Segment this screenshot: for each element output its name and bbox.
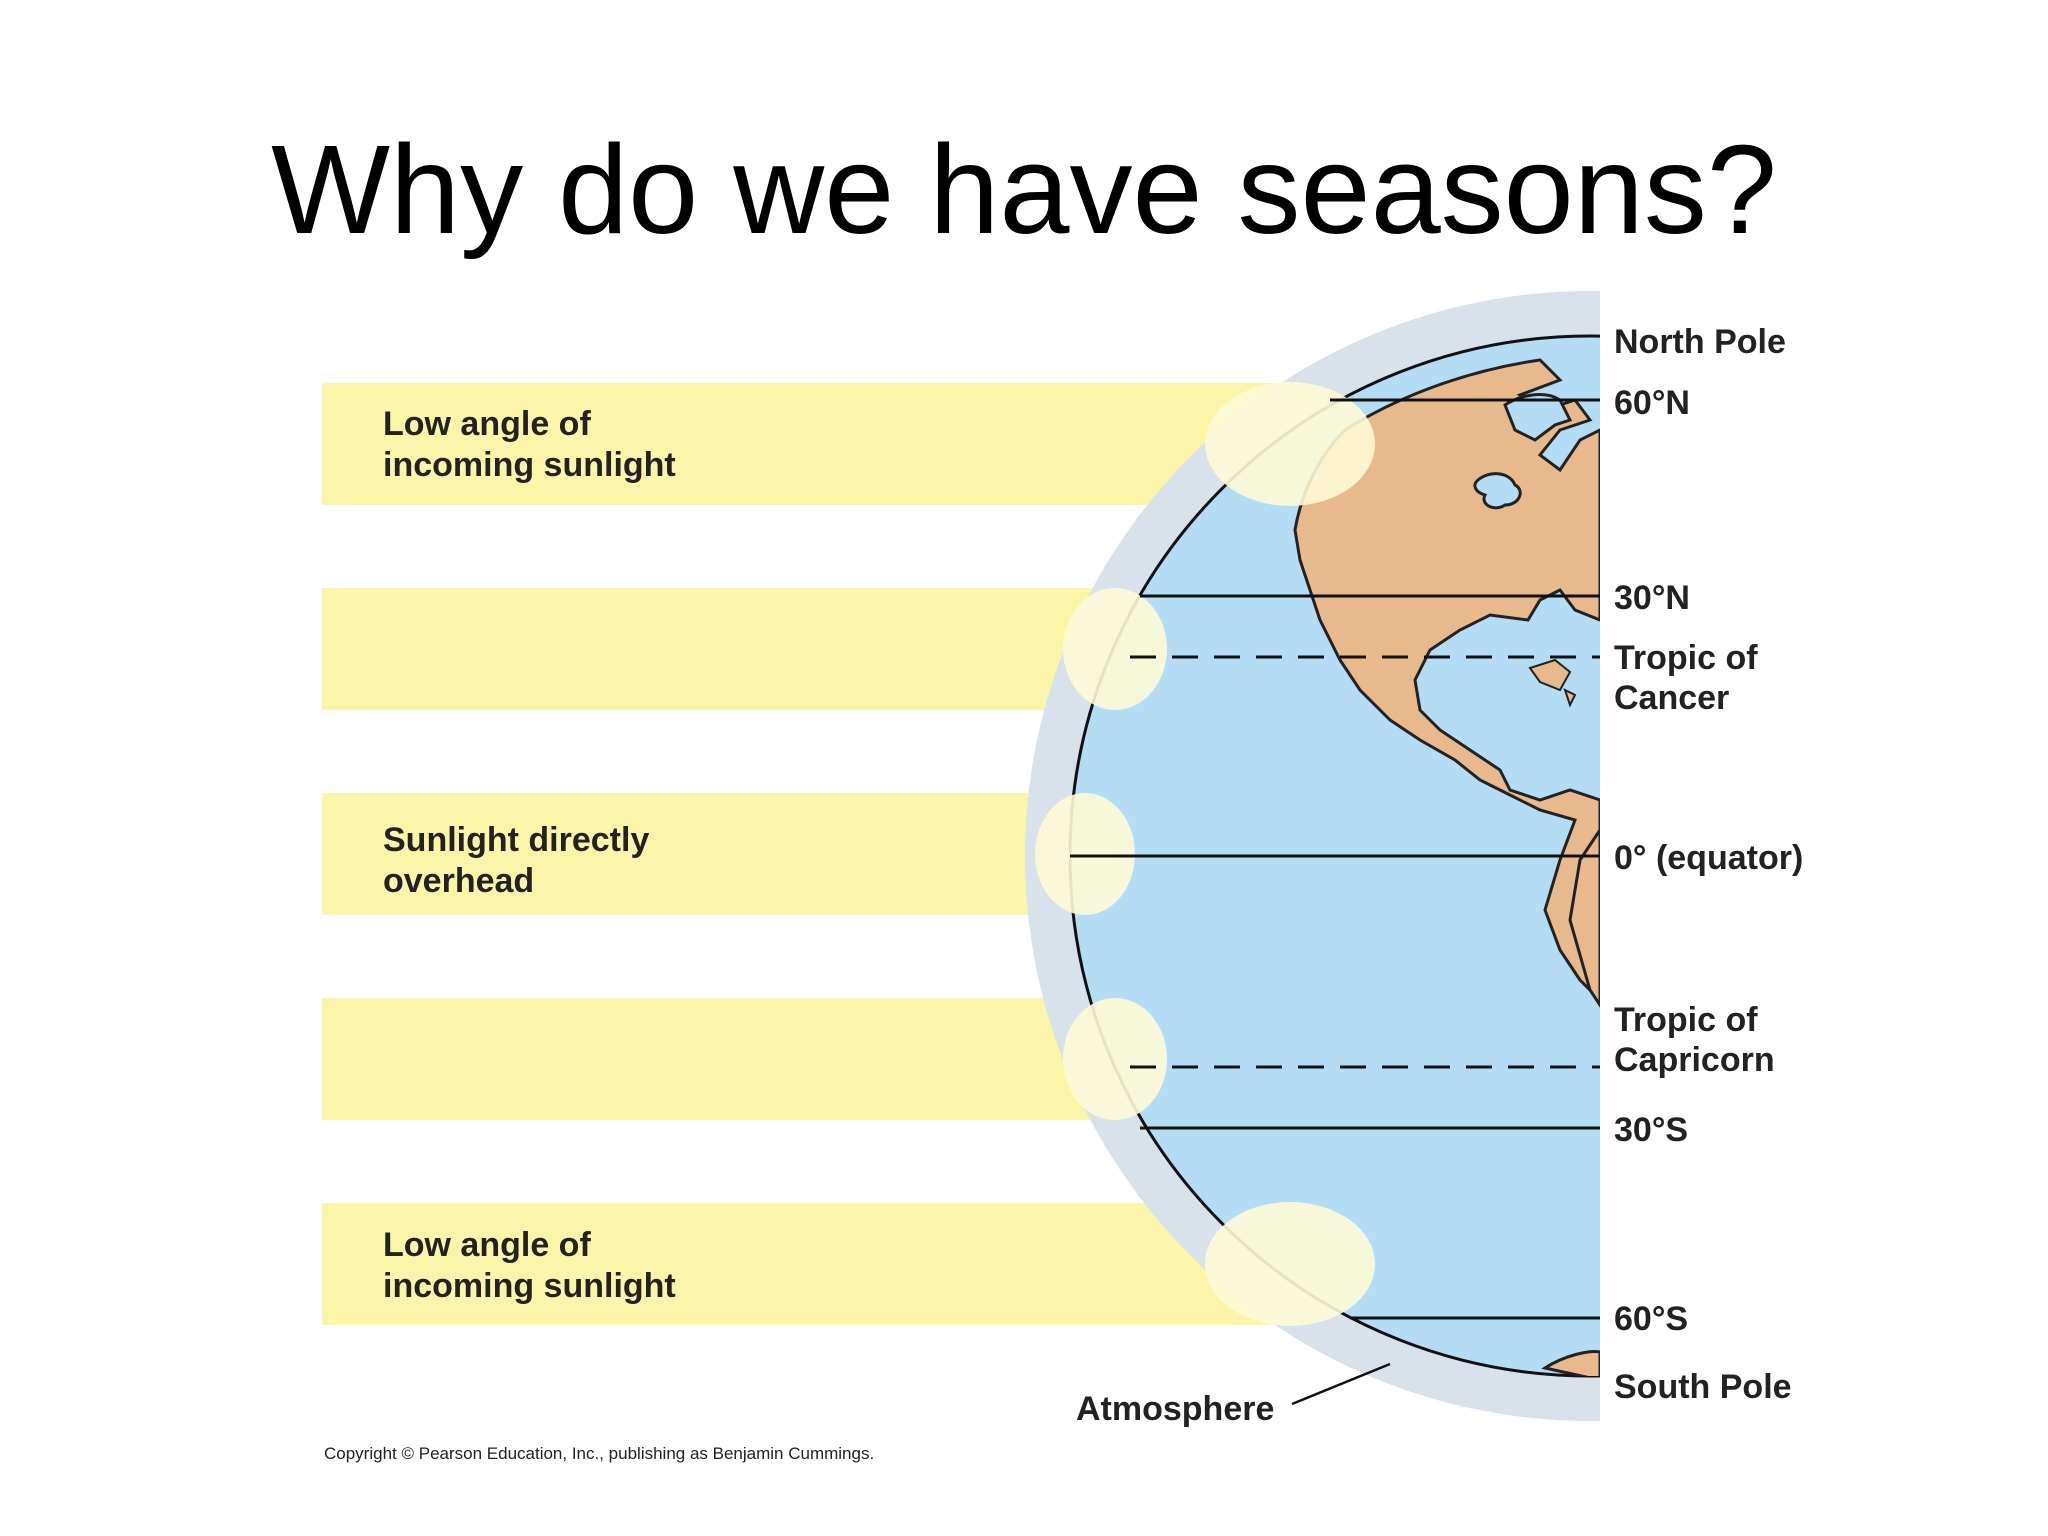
label-tropic-capricorn-line2: Capricorn <box>1614 1041 1775 1079</box>
sunlight-bands <box>322 383 1362 1325</box>
band-label-equator-line1: Sunlight directly <box>383 821 649 859</box>
sunlight-band-30s <box>322 998 1142 1120</box>
latitude-lines <box>1070 398 1600 1320</box>
band-label-equator-line2: overhead <box>383 862 534 900</box>
antarctica-landmass <box>1541 1350 1600 1376</box>
label-equator: 0° (equator) <box>1614 839 1803 877</box>
atmosphere-pointer <box>1291 1362 1391 1406</box>
label-tropic-capricorn-line1: Tropic of <box>1614 1001 1758 1039</box>
great-lakes <box>1473 472 1522 510</box>
slide-title: Why do we have seasons? <box>271 119 1777 260</box>
sunlight-highlights <box>1035 382 1375 1326</box>
copyright-notice: Copyright © Pearson Education, Inc., pub… <box>324 1444 874 1463</box>
label-30s: 30°S <box>1614 1111 1688 1149</box>
label-60s: 60°S <box>1614 1300 1688 1338</box>
label-south-pole: South Pole <box>1614 1368 1792 1406</box>
label-atmosphere: Atmosphere <box>1076 1390 1274 1428</box>
label-30n: 30°N <box>1614 579 1690 617</box>
band-label-60n-line1: Low angle of <box>383 405 591 443</box>
label-tropic-cancer-line2: Cancer <box>1614 679 1729 717</box>
north-america-landmass <box>1293 358 1600 1004</box>
label-north-pole: North Pole <box>1614 323 1786 361</box>
sunlight-band-equator <box>322 793 1102 915</box>
band-label-60s-line2: incoming sunlight <box>383 1267 676 1305</box>
band-label-60n-line2: incoming sunlight <box>383 446 676 484</box>
globe-cut-edge <box>1600 280 1608 1450</box>
label-60n: 60°N <box>1614 384 1690 422</box>
label-tropic-cancer-line1: Tropic of <box>1614 639 1758 677</box>
caribbean-islands <box>1528 658 1577 708</box>
band-label-60s-line1: Low angle of <box>383 1226 591 1264</box>
sunlight-band-30n <box>322 588 1142 710</box>
